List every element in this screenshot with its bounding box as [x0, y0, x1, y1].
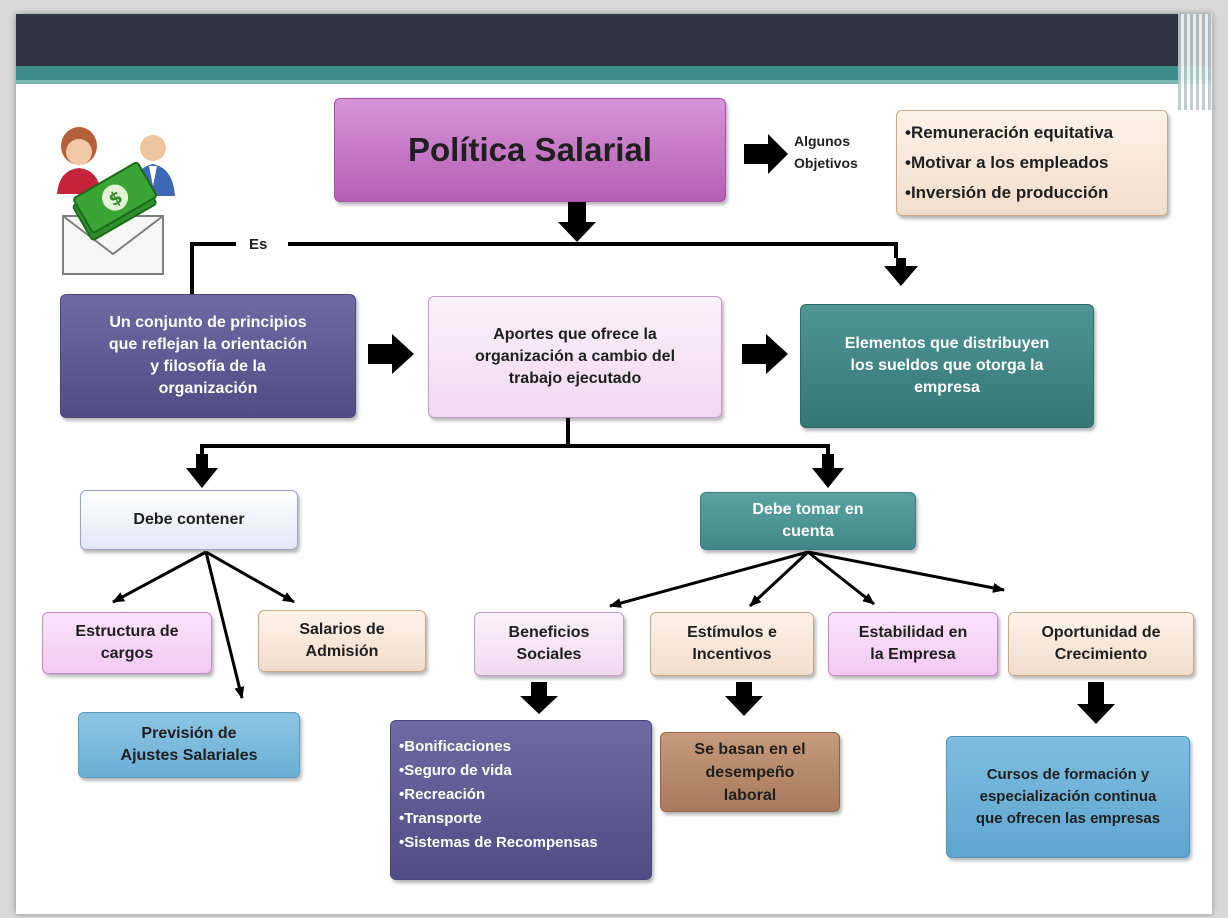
- beneficios-list: •Bonificaciones •Seguro de vida •Recreac…: [399, 738, 598, 851]
- arrow-down-estimulos: [725, 682, 763, 716]
- prevision-ajustes-box: Previsión de Ajustes Salariales: [78, 712, 300, 778]
- arrow-down-debe-contener: [186, 454, 218, 488]
- arrow-down-oportunidad: [1077, 682, 1115, 724]
- elementos-box: Elementos que distribuyen los sueldos qu…: [800, 304, 1094, 428]
- prevision-ajustes-text: Previsión de Ajustes Salariales: [120, 725, 258, 764]
- estructura-cargos-box: Estructura de cargos: [42, 612, 212, 674]
- oportunidad-crecimiento-text: Oportunidad de Crecimiento: [1041, 624, 1161, 663]
- arrow-down-beneficios: [520, 682, 558, 714]
- page-title: Política Salarial: [408, 131, 652, 168]
- edge-decoration: [1178, 14, 1212, 110]
- aportes-text: Aportes que ofrece la organización a cam…: [474, 326, 676, 387]
- slide: $ Políti: [16, 14, 1212, 914]
- debe-contener-label: Debe contener: [133, 511, 245, 528]
- people-money-icon: $: [57, 127, 175, 275]
- objectives-box: •Remuneración equitativa •Motivar a los …: [896, 110, 1168, 216]
- beneficios-list-box: •Bonificaciones •Seguro de vida •Recreac…: [390, 720, 652, 880]
- header-stripe: [16, 66, 1212, 80]
- estimulos-incentivos-box: Estímulos e Incentivos: [650, 612, 814, 676]
- title-box: Política Salarial: [334, 98, 726, 202]
- oportunidad-detail-text: Cursos de formación y especialización co…: [975, 766, 1161, 827]
- beneficios-sociales-text: Beneficios Sociales: [508, 624, 590, 663]
- arrow-right-objectives: [744, 134, 788, 174]
- header-thin-stripe: [16, 80, 1212, 84]
- definition-text: Un conjunto de principios que reflejan l…: [108, 314, 308, 397]
- aportes-box: Aportes que ofrece la organización a cam…: [428, 296, 722, 418]
- objectives-list: •Remuneración equitativa •Motivar a los …: [905, 123, 1114, 202]
- es-label: Es: [249, 236, 268, 253]
- salarios-admision-text: Salarios de Admisión: [299, 621, 385, 660]
- arrow-down-debe-tomar: [812, 454, 844, 488]
- connectors: [112, 134, 1115, 724]
- oportunidad-crecimiento-box: Oportunidad de Crecimiento: [1008, 612, 1194, 676]
- arrow-right-elementos: [742, 334, 788, 374]
- arrow-down-title: [558, 200, 596, 242]
- oportunidad-detail-box: Cursos de formación y especialización co…: [946, 736, 1190, 858]
- objectives-label: Algunos Objetivos: [794, 133, 858, 171]
- estructura-cargos-text: Estructura de cargos: [75, 623, 179, 662]
- definition-box: Un conjunto de principios que reflejan l…: [60, 294, 356, 418]
- debe-tomar-box: Debe tomar en cuenta: [700, 492, 916, 550]
- estabilidad-empresa-box: Estabilidad en la Empresa: [828, 612, 998, 676]
- debe-tomar-label: Debe tomar en cuenta: [752, 501, 864, 540]
- beneficios-sociales-box: Beneficios Sociales: [474, 612, 624, 676]
- arrow-down-elementos: [884, 258, 918, 286]
- estabilidad-empresa-text: Estabilidad en la Empresa: [858, 624, 968, 663]
- salarios-admision-box: Salarios de Admisión: [258, 610, 426, 672]
- elementos-text: Elementos que distribuyen los sueldos qu…: [844, 335, 1050, 396]
- arrow-right-aportes: [368, 334, 414, 374]
- estimulos-incentivos-text: Estímulos e Incentivos: [687, 624, 777, 663]
- estimulos-detail-text: Se basan en el desempeño laboral: [694, 740, 806, 804]
- debe-contener-box: Debe contener: [80, 490, 298, 550]
- estimulos-detail-box: Se basan en el desempeño laboral: [660, 732, 840, 812]
- header-band: [16, 14, 1212, 66]
